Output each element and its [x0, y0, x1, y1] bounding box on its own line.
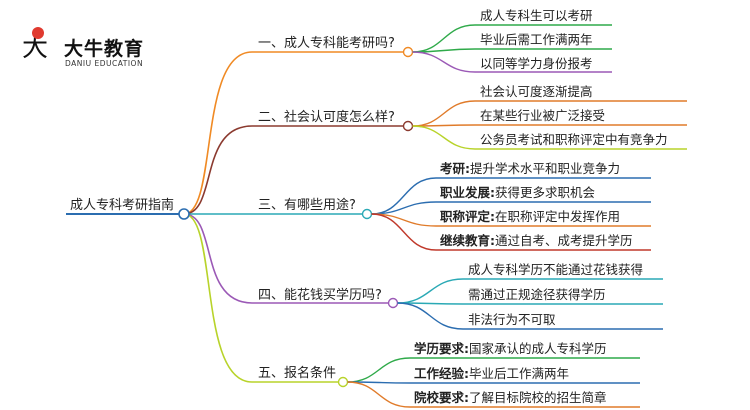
logo-name-cn: 大牛教育: [64, 38, 145, 60]
branch-connector-1: [183, 51, 253, 215]
leaf-5-1-key: 学历要求:: [414, 341, 469, 356]
leaf-3-2-text: 获得更多求职机会: [495, 185, 596, 200]
leaf-2-1: 社会认可度逐渐提高: [480, 84, 593, 99]
leaf-3-2: 职业发展:获得更多求职机会: [440, 185, 595, 201]
leaf-5-1-text: 国家承认的成人专科学历: [469, 341, 607, 356]
leaf-5-3-key: 院校要求:: [414, 390, 469, 405]
leaf-5-3: 院校要求:了解目标院校的招生简章: [414, 390, 607, 406]
leaf-4-3: 非法行为不可取: [468, 312, 556, 327]
leaf-5-2: 工作经验:毕业后工作满两年: [414, 366, 569, 382]
branch-label-2: 二、社会认可度怎么样?: [258, 110, 395, 125]
leaf-connector-1-1: [412, 24, 476, 53]
branch-connector-5: [183, 213, 253, 383]
leaf-4-2: 需通过正规途径获得学历: [468, 287, 606, 302]
branch-node-2: [402, 120, 414, 132]
leaf-connector-3-1: [371, 177, 437, 215]
leaf-connector-1-3: [412, 51, 476, 73]
leaf-3-1-text: 提升学术水平和职业竞争力: [470, 161, 621, 176]
leaf-connector-5-1: [347, 357, 411, 383]
branch-label-4: 四、能花钱买学历吗?: [258, 288, 382, 303]
leaf-2-3: 公务员考试和职称评定中有竞争力: [480, 132, 668, 147]
leaf-1-3: 以同等学力身份报考: [480, 56, 593, 71]
logo-name-en: DANIU EDUCATION: [65, 59, 144, 68]
root-topic: 成人专科考研指南: [70, 198, 175, 213]
leaf-connector-4-1: [397, 278, 464, 304]
leaf-3-4-text: 通过自考、成考提升学历: [495, 233, 633, 248]
logo-dot: [32, 27, 44, 39]
branch-node-5: [337, 376, 349, 388]
leaf-3-4: 继续教育:通过自考、成考提升学历: [440, 233, 633, 249]
leaf-5-1: 学历要求:国家承认的成人专科学历: [414, 341, 607, 357]
leaf-3-1-key: 考研:: [440, 161, 470, 176]
branch-label-3: 三、有哪些用途?: [258, 198, 356, 213]
leaf-3-2-key: 职业发展:: [440, 185, 495, 200]
leaf-connector-3-4: [371, 213, 437, 251]
leaf-3-3: 职称评定:在职称评定中发挥作用: [440, 209, 620, 225]
leaf-3-1: 考研:提升学术水平和职业竞争力: [440, 161, 620, 177]
logo-mark: 大: [22, 27, 60, 67]
leaf-connector-4-3: [397, 302, 464, 330]
branch-node-3: [361, 208, 373, 220]
leaf-connector-5-3: [347, 381, 411, 408]
branch-node-4: [387, 297, 399, 309]
root-node: [178, 208, 190, 220]
branch-label-5: 五、报名条件: [258, 366, 337, 381]
leaf-5-2-key: 工作经验:: [414, 366, 469, 381]
branch-connector-4: [183, 213, 253, 304]
leaf-4-1: 成人专科学历不能通过花钱获得: [468, 262, 644, 277]
leaf-3-4-key: 继续教育:: [440, 233, 495, 248]
leaf-1-1: 成人专科生可以考研: [480, 8, 593, 23]
leaf-5-3-text: 了解目标院校的招生简章: [469, 390, 607, 405]
branch-connector-2: [183, 125, 253, 215]
branch-node-1: [402, 46, 414, 58]
leaf-3-3-text: 在职称评定中发挥作用: [495, 209, 621, 224]
leaf-3-3-key: 职称评定:: [440, 209, 495, 224]
leaf-connector-2-1: [412, 100, 476, 127]
leaf-5-2-text: 毕业后工作满两年: [469, 366, 570, 381]
leaf-1-2: 毕业后需工作满两年: [480, 32, 593, 47]
leaf-2-2: 在某些行业被广泛接受: [480, 108, 606, 123]
branch-label-1: 一、成人专科能考研吗?: [258, 36, 395, 51]
leaf-connector-2-3: [412, 125, 476, 150]
brand-logo: 大 大牛教育 DANIU EDUCATION: [22, 25, 172, 75]
